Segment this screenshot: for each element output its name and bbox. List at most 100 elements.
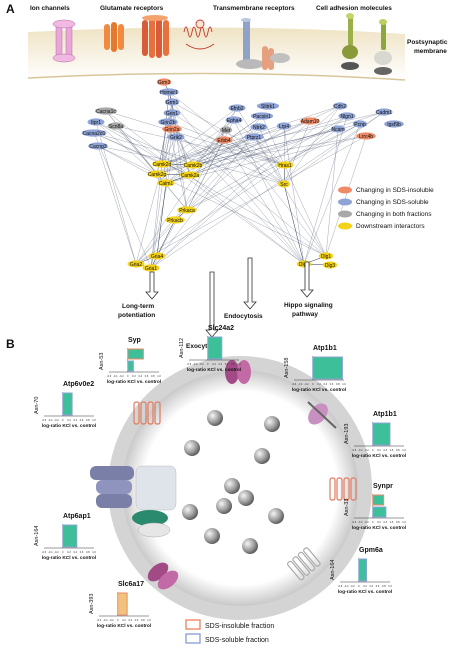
network-edge-31 — [115, 125, 188, 211]
gene-node-lrrc4b: Lrrc4b — [356, 132, 376, 140]
legend-label-both: Changing in both fractions — [356, 211, 432, 218]
category-transmembrane-receptors: Transmembrane receptors — [213, 5, 295, 12]
chart-tick-label: 1.0 — [342, 382, 346, 386]
network-edge-90 — [303, 123, 361, 265]
gene-node-label: Prkaca — [179, 208, 195, 214]
chart-tick-label: -0.4 — [358, 520, 363, 524]
gene-node-grin2a: Grin2a — [162, 125, 182, 133]
gene-node-gria2: Gria2 — [127, 260, 145, 268]
network-edge-11 — [135, 128, 173, 265]
chart-tick-label: -0.4 — [48, 550, 53, 554]
gene-node-grin2b: Grin2b — [158, 118, 178, 126]
gene-node-igsf9b: Igsf9b — [384, 120, 404, 128]
network-edge-65 — [283, 125, 286, 166]
gene-node-camk2a: Camk2a — [180, 171, 200, 179]
chart-tick-label: 0.4 — [323, 382, 327, 386]
membrane-label-line1: Postsynaptic — [407, 39, 448, 46]
chart-bar-insoluble — [127, 348, 144, 360]
gene-node-shape — [215, 136, 233, 144]
gene-node-label: Met — [222, 128, 231, 134]
network-edge-35 — [97, 145, 137, 265]
chart-tick-label: 0.4 — [383, 448, 387, 452]
legend-swatch-downstream — [338, 222, 352, 230]
gene-node-shape — [147, 170, 167, 178]
outcome-hippo-line2: pathway — [292, 311, 318, 318]
panel-b-letter: B — [6, 337, 15, 351]
chart-tick-label: 0.8 — [231, 362, 235, 366]
gene-node-label: Grin2a — [164, 127, 179, 133]
gene-node-shape — [107, 122, 125, 130]
network-edge-71 — [135, 115, 263, 265]
chart-tick-label: 0.8 — [382, 584, 386, 588]
gene-node-cadm1: Cadm1 — [375, 108, 393, 116]
chart-site-label: Asn-70 — [34, 397, 40, 414]
network-edge-59 — [135, 136, 255, 265]
chart-tick-label: 1.0 — [237, 362, 241, 366]
chart-tick-label: 0.6 — [135, 618, 139, 622]
chart-title: Atp1b1 — [313, 345, 337, 352]
gene-node-shape — [152, 160, 172, 168]
slc6a17-channel-icon — [147, 562, 179, 590]
network-edge-51 — [150, 126, 260, 269]
chart-bar-soluble — [127, 360, 134, 372]
chart-tick-label: 0.2 — [67, 550, 71, 554]
network-edge-86 — [283, 111, 385, 185]
chart-tick-label: 0.4 — [369, 584, 373, 588]
gene-node-itpr1: Itpr1 — [87, 118, 105, 126]
gene-node-shape — [256, 102, 280, 110]
outcome-exocytosis: Exocytosis — [186, 343, 221, 350]
gene-node-shape — [148, 252, 166, 260]
gene-node-shape — [87, 118, 105, 126]
gene-node-shape — [180, 171, 200, 179]
chart-site-label: Asn-164 — [34, 526, 40, 547]
network-edge-30 — [115, 125, 305, 265]
chart-site-label: Asn-112 — [179, 338, 185, 358]
chart-tick-label: 0.6 — [80, 418, 84, 422]
gene-node-grm1: Grm1 — [164, 98, 180, 106]
network-edge-84 — [161, 111, 385, 165]
chart-tick-label: 1.0 — [388, 584, 392, 588]
gene-node-erbb4: Erbb4 — [215, 136, 233, 144]
network-edge-14 — [175, 136, 285, 185]
network-edge-66 — [283, 125, 305, 265]
chart-title: Atp6v0e2 — [63, 381, 94, 388]
network-edge-48 — [161, 126, 260, 165]
adhesion-molecule-icon-1 — [341, 13, 359, 70]
gene-node-label: Slitrk1 — [261, 104, 275, 110]
chart-tick-label: -0.6 — [107, 374, 112, 378]
gene-node-shape — [183, 161, 203, 169]
gene-node-cacng3: Cacng3 — [88, 142, 108, 150]
network-edge-32 — [97, 145, 194, 166]
gene-node-slitrk1: Slitrk1 — [256, 102, 280, 110]
chart-tick-label: 1.0 — [92, 550, 96, 554]
chart-tick-label: 0.4 — [218, 362, 222, 366]
gene-node-shape — [318, 252, 334, 260]
legend-label-soluble-fraction: SDS-soluble fraction — [205, 637, 269, 644]
gene-node-shape — [244, 133, 264, 141]
membrane-label-line2: membrane — [414, 48, 447, 55]
gene-node-pacsin1: Pacsin1 — [250, 112, 274, 120]
glutamate-receptor-icon-1 — [104, 22, 124, 52]
chart-xaxis-label: log-ratio KCl vs. control — [187, 367, 241, 373]
gene-node-camk2b: Camk2b — [183, 161, 203, 169]
chart-xaxis-label: log-ratio KCl vs. control — [292, 387, 346, 393]
chart-tick-label: 0.8 — [396, 520, 400, 524]
gene-node-gria4: Gria4 — [148, 252, 166, 260]
chart-tick-label: -0.6 — [187, 362, 192, 366]
legend-swatch-both — [338, 210, 352, 218]
outcome-hippo-line1: Hippo signaling — [284, 302, 333, 309]
network-edge-6 — [167, 121, 305, 265]
network-edge-82 — [325, 128, 339, 257]
chart-tick-label: -0.2 — [119, 374, 124, 378]
gene-node-label: Camk2b — [184, 163, 203, 169]
gene-node-label: Ncam — [331, 127, 344, 133]
chart-xaxis-label: log-ratio KCl vs. control — [352, 525, 406, 531]
chart-tick-label: 0.2 — [67, 418, 71, 422]
chart-title: Slc6a17 — [118, 581, 144, 588]
gene-node-shape — [384, 120, 404, 128]
chart-xaxis-label: log-ratio KCl vs. control — [338, 589, 392, 595]
chart-site-label: Asn-393 — [89, 594, 95, 615]
